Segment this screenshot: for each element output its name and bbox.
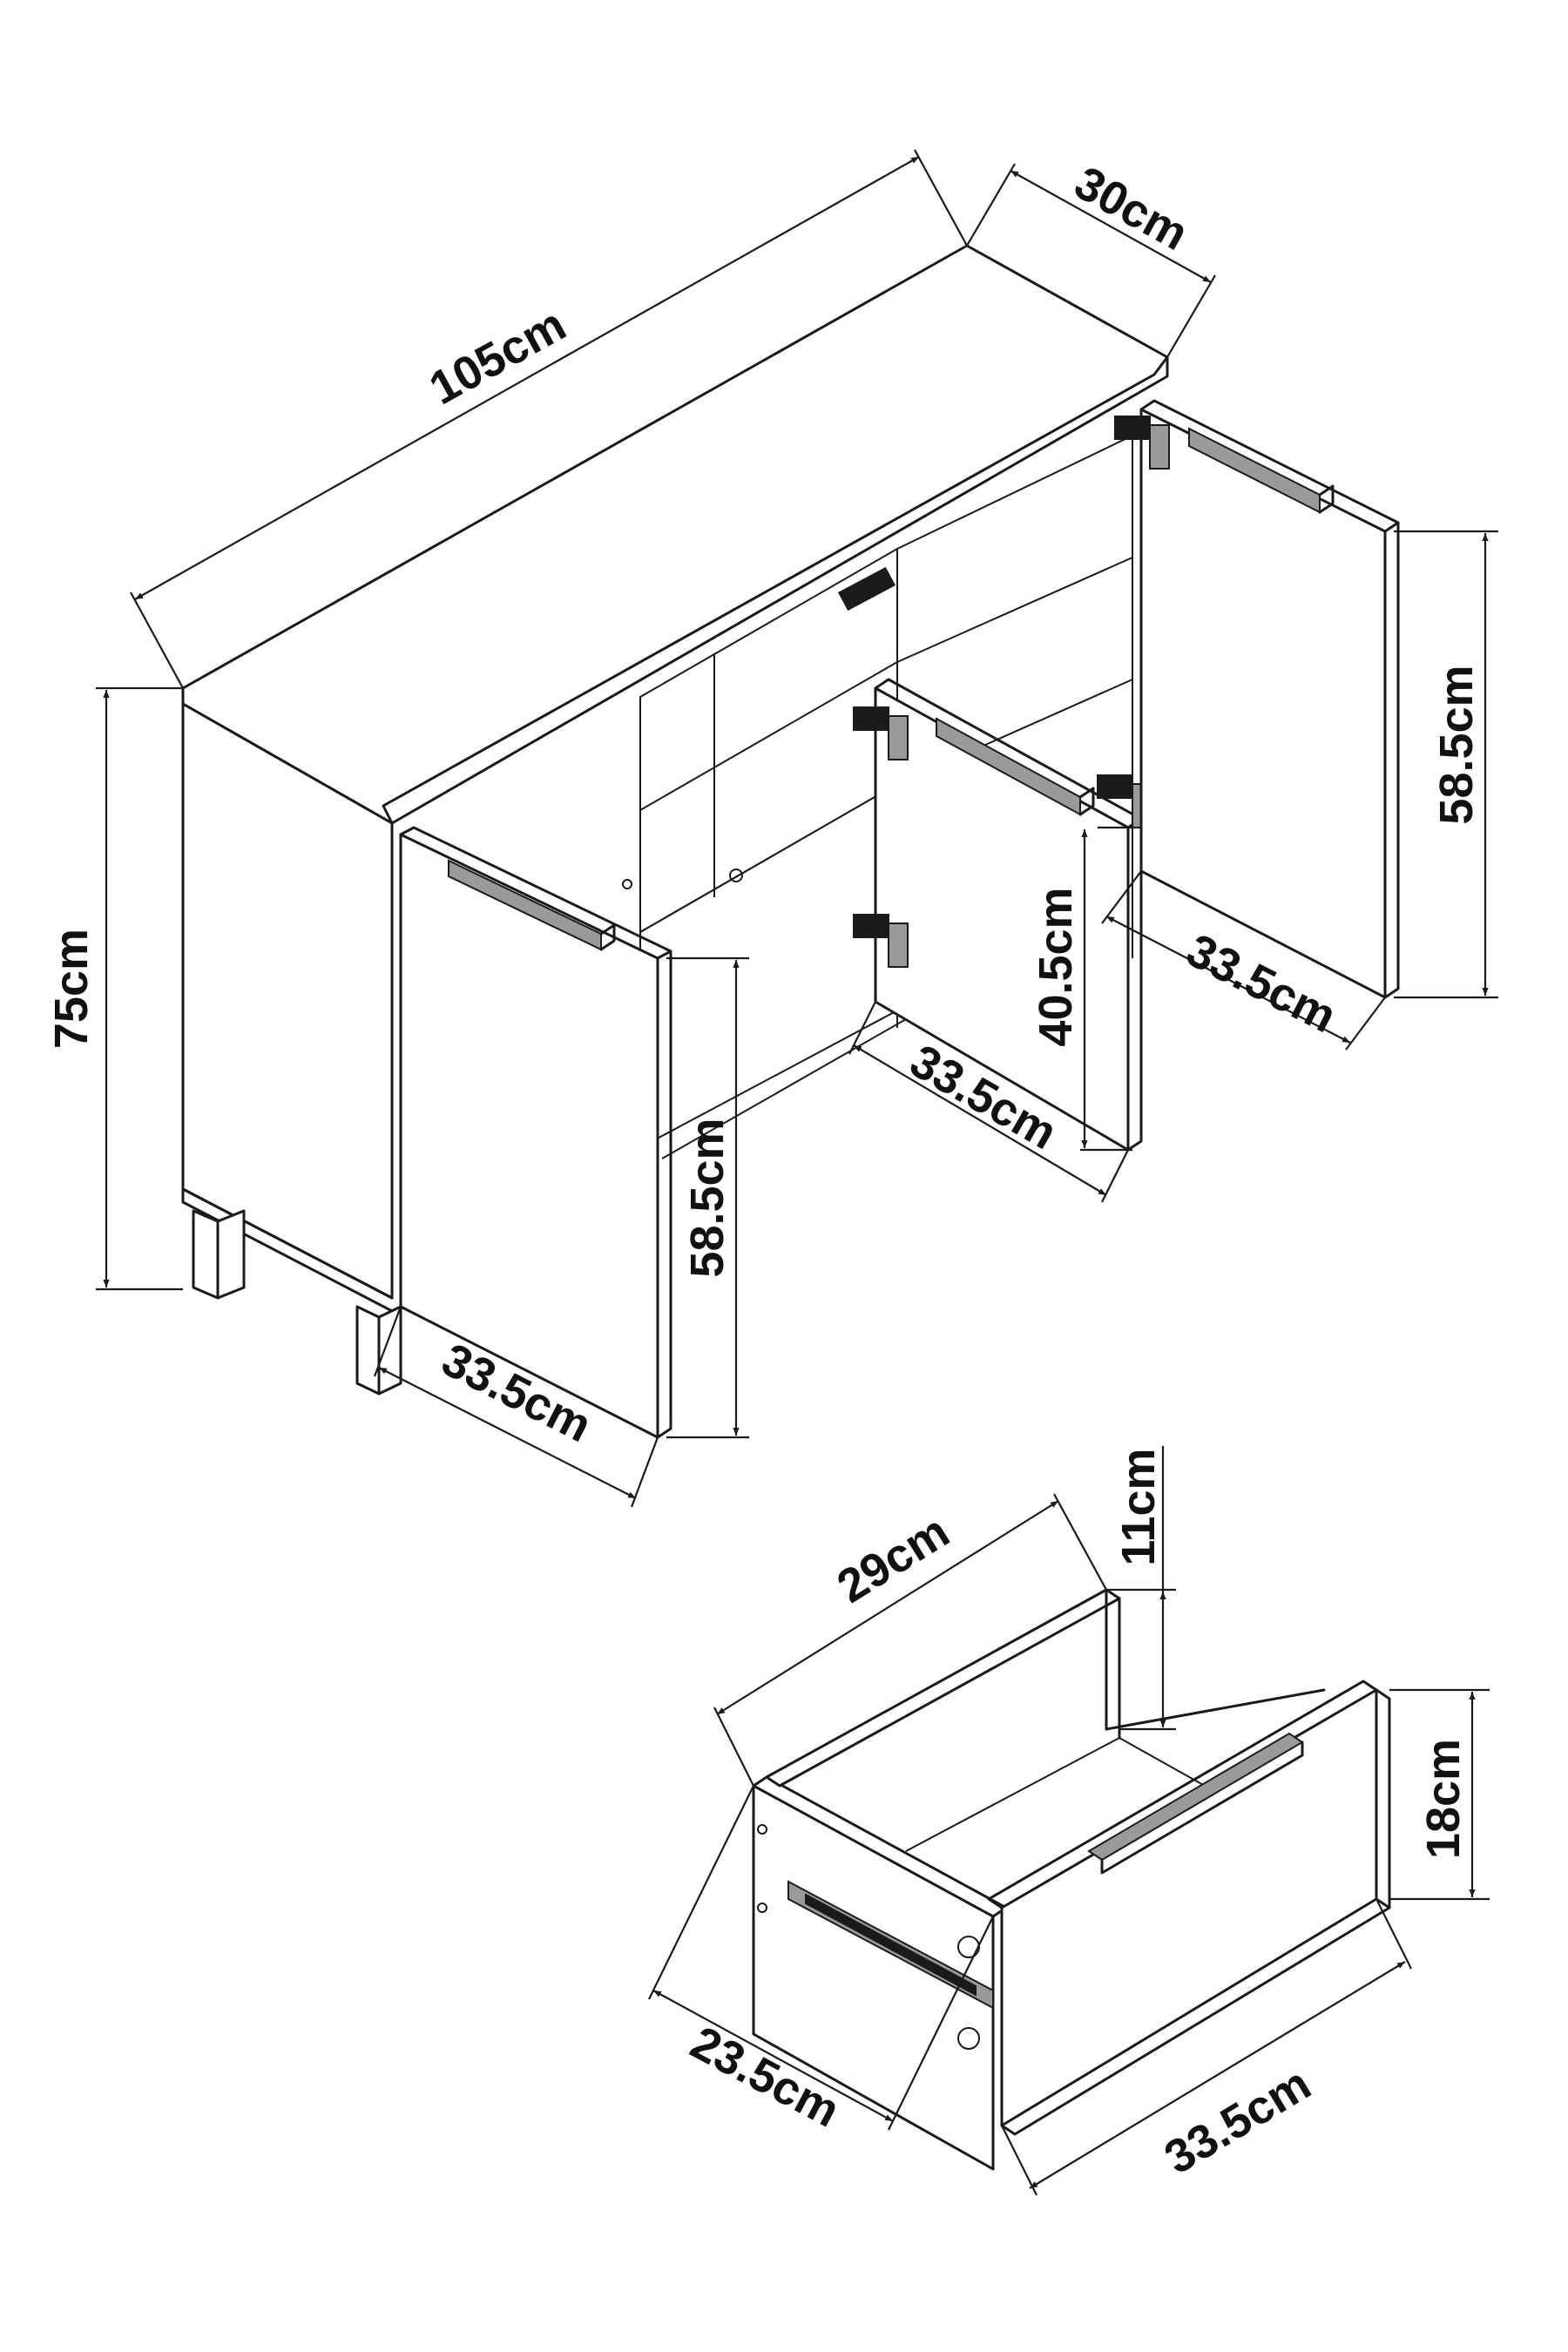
label-drawer-front-width: 33.5cm: [1156, 2058, 1320, 2185]
right-door: [1114, 399, 1400, 999]
label-drawer-width: 29cm: [828, 1505, 958, 1613]
drawer-front-panel: [1000, 1688, 1378, 2127]
hinge-icon: [853, 706, 1152, 968]
middle-door: [853, 678, 1152, 1152]
drawer-dimension-lines: [648, 1446, 1490, 2196]
label-cabinet-height: 75cm: [45, 929, 98, 1049]
label-drawer-front-height: 18cm: [1417, 1739, 1470, 1859]
hinge-icon: [837, 566, 896, 612]
label-middle-door-height: 40.5cm: [1030, 887, 1082, 1046]
drawer-back-panel: [765, 1588, 1121, 1788]
left-door: [399, 826, 672, 1439]
label-right-door-height: 58.5cm: [1430, 665, 1483, 824]
drawer-side-panel: [752, 1784, 995, 2171]
hinge-icon: [1114, 416, 1170, 470]
label-cabinet-depth: 30cm: [1066, 157, 1197, 260]
drawer-runner: [757, 1824, 994, 2050]
label-cabinet-width: 105cm: [421, 298, 574, 415]
sideboard: [181, 244, 1400, 1439]
label-drawer-inner-height: 11cm: [1112, 1448, 1165, 1565]
sideboard-dimension-lines: [96, 149, 1498, 1508]
sideboard-top: [181, 244, 1169, 825]
label-left-door-height: 58.5cm: [681, 1118, 733, 1277]
